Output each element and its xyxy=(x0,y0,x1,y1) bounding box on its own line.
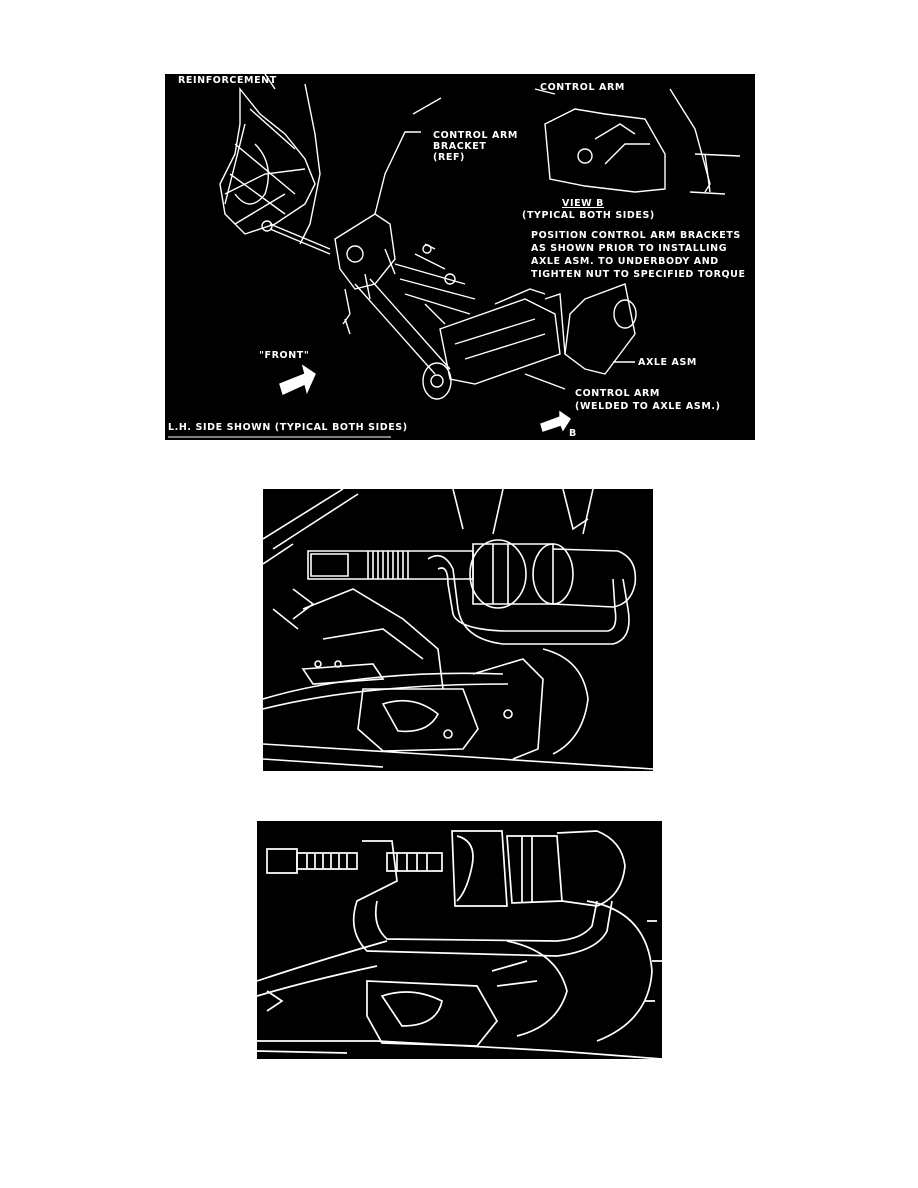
label-bracket-line2: BRACKET xyxy=(433,141,487,152)
label-axle-asm: AXLE ASM xyxy=(638,357,697,368)
label-control-arm-bottom-line2: (WELDED TO AXLE ASM.) xyxy=(575,401,721,412)
label-control-arm-bottom-line1: CONTROL ARM xyxy=(575,388,660,399)
note-line1: POSITION CONTROL ARM BRACKETS xyxy=(531,230,741,241)
label-side-shown: L.H. SIDE SHOWN (TYPICAL BOTH SIDES) xyxy=(168,422,408,433)
label-bracket-line1: CONTROL ARM xyxy=(433,130,518,141)
label-reinforcement: REINFORCEMENT xyxy=(178,75,277,86)
control-arm-bracket-diagram: REINFORCEMENT CONTROL ARM CONTROL ARM BR… xyxy=(165,74,755,440)
note-line2: AS SHOWN PRIOR TO INSTALLING xyxy=(531,243,728,254)
label-typical-both-sides: (TYPICAL BOTH SIDES) xyxy=(522,210,655,221)
bushing-tool-installed-illustration xyxy=(263,489,653,770)
label-view-b: VIEW B xyxy=(562,198,605,209)
label-control-arm-top: CONTROL ARM xyxy=(540,82,625,93)
label-front: "FRONT" xyxy=(259,350,310,361)
control-arm-bracket-illustration xyxy=(168,74,741,438)
bushing-removal-tool-photo xyxy=(263,489,653,771)
bushing-tool-closeup-illustration xyxy=(257,830,662,1059)
label-b: B xyxy=(569,428,577,439)
note-line4: TIGHTEN NUT TO SPECIFIED TORQUE xyxy=(531,269,746,280)
note-line3: AXLE ASM. TO UNDERBODY AND xyxy=(531,256,719,267)
bushing-tool-closeup-photo xyxy=(257,821,662,1059)
label-bracket-line3: (REF) xyxy=(433,152,465,163)
